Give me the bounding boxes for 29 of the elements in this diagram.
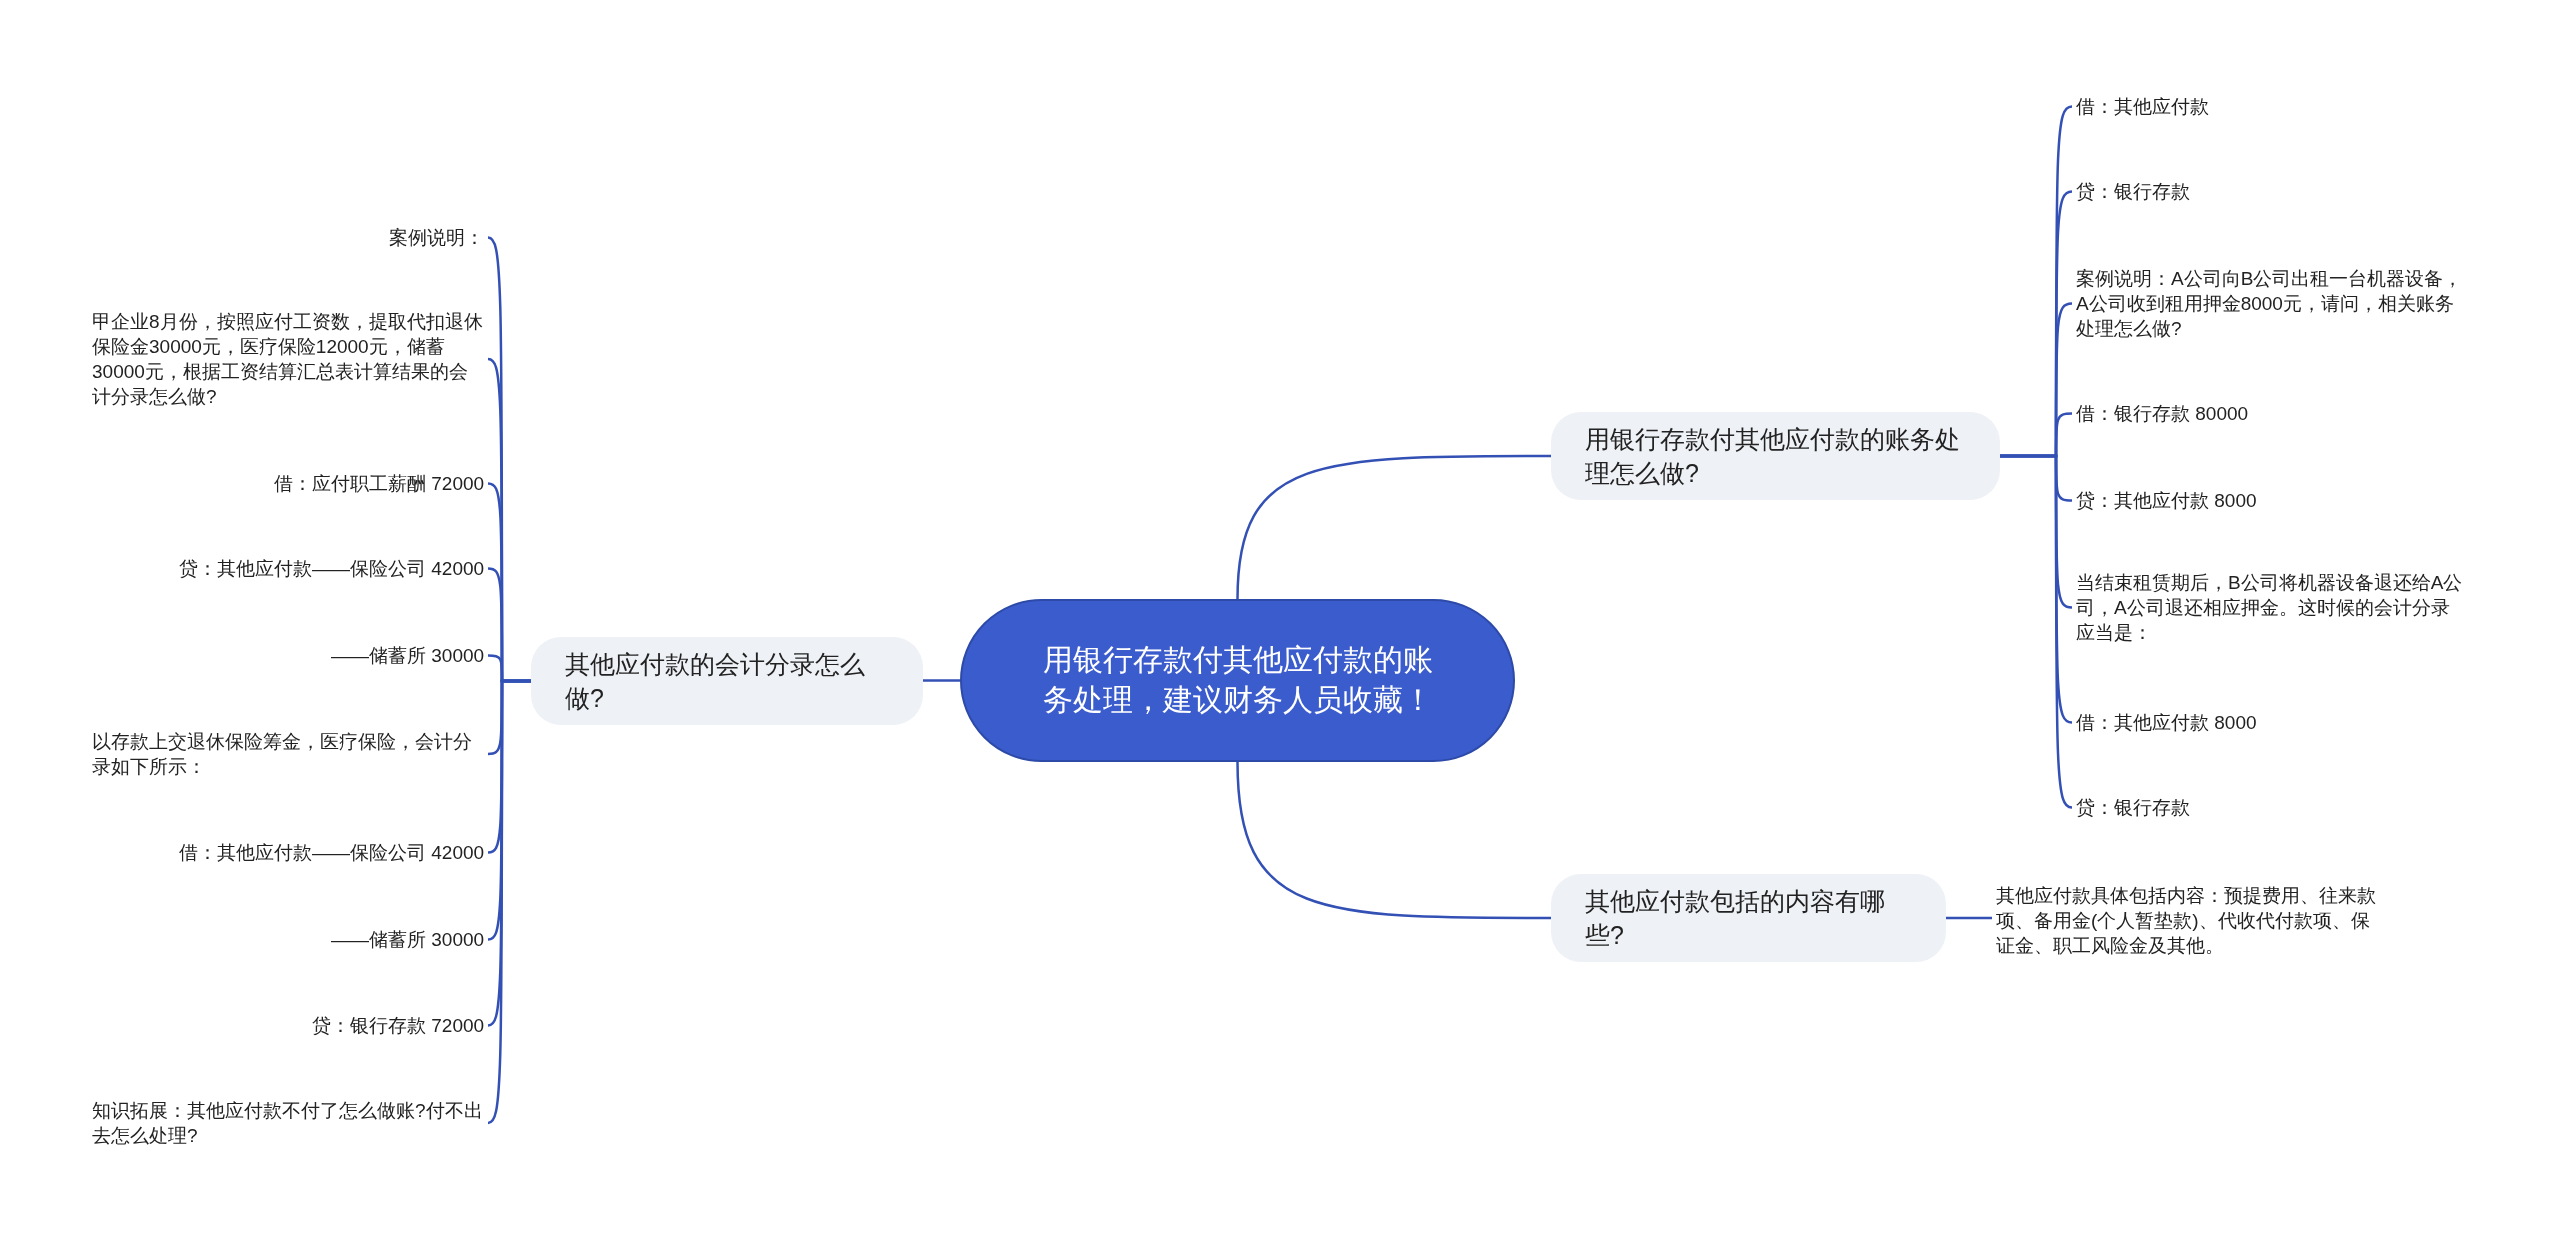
note-text: 案例说明：A公司向B公司出租一台机器设备，A公司收到租用押金8000元，请问，相关账务处理怎么做? xyxy=(2072,263,2472,343)
note-text: 贷：银行存款 72000 xyxy=(308,1010,489,1040)
note-text: 借：银行存款 80000 xyxy=(2072,398,2253,428)
note-text: 贷：其他应付款 8000 xyxy=(2072,485,2261,515)
connector-line xyxy=(487,679,531,1125)
note-text: 借：其他应付款 xyxy=(2072,91,2213,121)
note-text: 贷：银行存款 xyxy=(2072,176,2194,206)
note-text: ——储蓄所 30000 xyxy=(327,924,489,954)
note-text: 其他应付款具体包括内容：预提费用、往来款项、备用金(个人暂垫款)、代收代付款项、保证金、职工风险金及其他。 xyxy=(1992,880,2392,960)
connector-line xyxy=(1946,916,1992,920)
topic-bubble: 用银行存款付其他应付款的账务处理怎么做? xyxy=(1551,412,2000,500)
connector-line xyxy=(2000,454,2073,809)
connector-line xyxy=(1236,761,1551,920)
note-text: 贷：其他应付款——保险公司 42000 xyxy=(175,553,489,583)
note-text: 知识拓展：其他应付款不付了怎么做账?付不出去怎么处理? xyxy=(88,1096,488,1150)
note-text: ——储蓄所 30000 xyxy=(327,640,489,670)
central-topic: 用银行存款付其他应付款的账务处理，建议财务人员收藏！ xyxy=(960,598,1515,762)
note-text: 甲企业8月份，按照应付工资数，提取代扣退休保险金30000元，医疗保险12000元，储蓄30000元，根据工资结算汇总表计算结果的会计分录怎么做? xyxy=(88,307,488,411)
note-text: 借：其他应付款——保险公司 42000 xyxy=(175,837,489,867)
connector-line xyxy=(1236,454,1551,600)
topic-bubble: 其他应付款的会计分录怎么做? xyxy=(531,637,923,725)
note-text: 当结束租赁期后，B公司将机器设备退还给A公司，A公司退还相应押金。这时候的会计分录应当是： xyxy=(2072,567,2472,647)
connector-line xyxy=(923,679,960,682)
note-text: 案例说明： xyxy=(385,222,488,252)
note-text: 以存款上交退休保险筹金，医疗保险，会计分录如下所示： xyxy=(88,727,488,781)
topic-bubble: 其他应付款包括的内容有哪些? xyxy=(1551,874,1946,962)
note-text: 借：应付职工薪酬 72000 xyxy=(270,468,489,498)
note-text: 借：其他应付款 8000 xyxy=(2072,707,2261,737)
note-text: 贷：银行存款 xyxy=(2072,792,2194,822)
